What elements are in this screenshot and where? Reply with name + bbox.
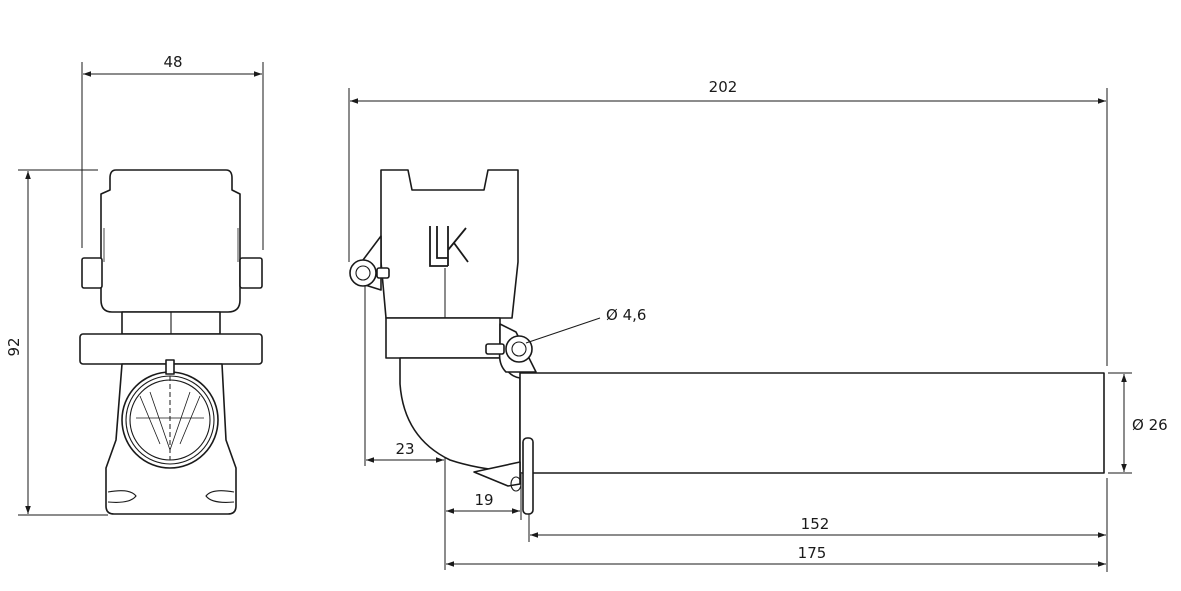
front-left-notch (107, 490, 137, 503)
logo-l-outer (429, 226, 448, 267)
side-bottom-clip (473, 461, 521, 487)
side-housing (380, 169, 519, 319)
hole-leader (525, 317, 601, 344)
logo-l-inner (436, 226, 448, 259)
dim-202-label: 202 (709, 78, 738, 96)
dim-23-label: 23 (395, 440, 414, 458)
front-view: 48 92 (5, 53, 264, 516)
dim-175-label: 175 (798, 544, 827, 562)
front-screw (165, 359, 175, 375)
pipe-diameter-label: Ø 26 (1132, 416, 1168, 434)
dim-19-label: 19 (474, 491, 493, 509)
side-neck (385, 317, 501, 359)
front-left-lug (81, 257, 103, 289)
front-top-body (100, 169, 241, 313)
side-elbow (399, 357, 521, 473)
side-right-pin (485, 343, 505, 355)
front-right-notch (205, 490, 235, 503)
side-left-hole (355, 265, 371, 281)
side-right-hole (511, 341, 527, 357)
front-pipe-bore-detail (136, 391, 204, 452)
dim-48-label: 48 (163, 53, 182, 71)
dim-92-label: 92 (5, 337, 23, 356)
side-flange-plate (522, 437, 534, 515)
side-pipe (519, 372, 1105, 474)
front-right-lug (239, 257, 263, 289)
side-right-eyelet (505, 335, 533, 363)
dim-152-label: 152 (801, 515, 830, 533)
side-left-pin (376, 267, 390, 279)
side-view: 202 Ø 4,6 (348, 78, 1168, 572)
hole-diameter-label: Ø 4,6 (606, 306, 646, 324)
side-left-eyelet (349, 259, 377, 287)
logo-k (447, 226, 469, 266)
lk-logo (429, 226, 469, 267)
